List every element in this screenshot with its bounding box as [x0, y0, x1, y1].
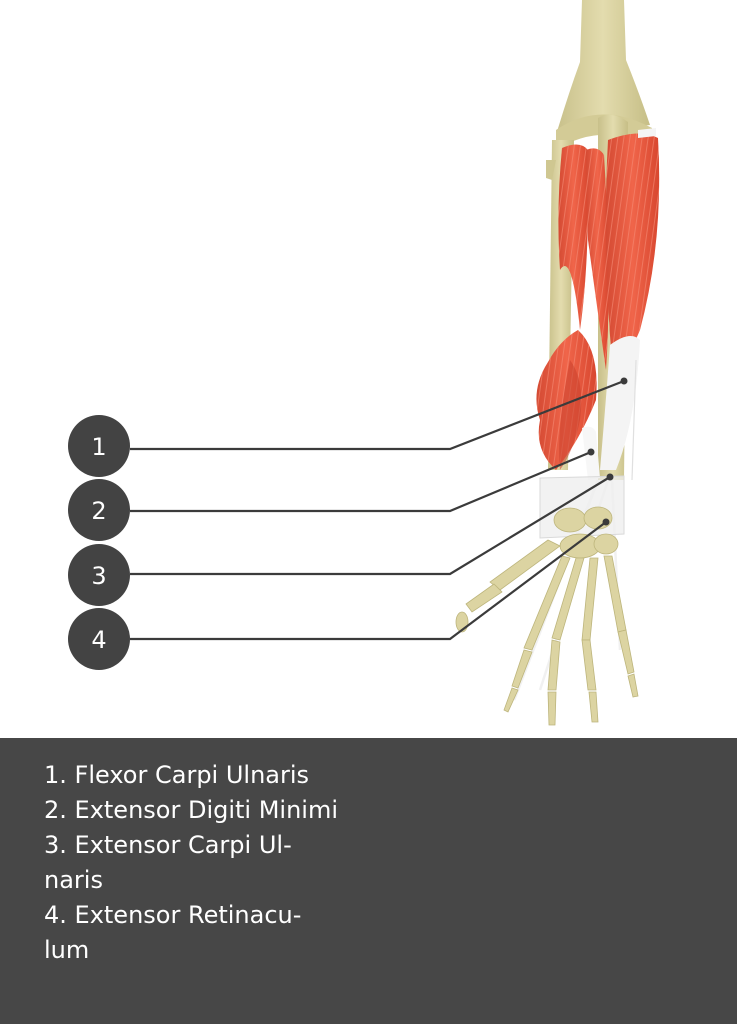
- legend-item-2: 2. Extensor Digiti Minimi: [44, 796, 339, 824]
- legend-item-4: 4. Extensor Retinacu-lum: [44, 901, 302, 964]
- marker-4-number: 4: [91, 626, 106, 654]
- marker-3-number: 3: [91, 562, 106, 590]
- leader-line-1: [130, 377, 628, 451]
- legend-panel: 1. Flexor Carpi Ulnaris 2. Extensor Digi…: [0, 738, 737, 1024]
- marker-2: 2: [68, 479, 130, 541]
- marker-2-number: 2: [91, 497, 106, 525]
- hand-bones: [455, 506, 639, 726]
- marker-1: 1: [68, 415, 130, 477]
- leader-line-3: [130, 473, 614, 576]
- leader-line-4: [130, 518, 610, 641]
- retinaculum-band: [539, 475, 625, 539]
- legend-item-3: 3. Extensor Carpi Ul-naris: [44, 831, 292, 894]
- marker-3: 3: [68, 544, 130, 606]
- legend-item-1: 1. Flexor Carpi Ulnaris: [44, 761, 310, 789]
- forearm-muscles: [536, 133, 660, 470]
- forearm-illustration: 1 2 3 4: [68, 0, 660, 726]
- leader-line-2: [130, 448, 595, 513]
- marker-4: 4: [68, 608, 130, 670]
- marker-1-number: 1: [91, 433, 106, 461]
